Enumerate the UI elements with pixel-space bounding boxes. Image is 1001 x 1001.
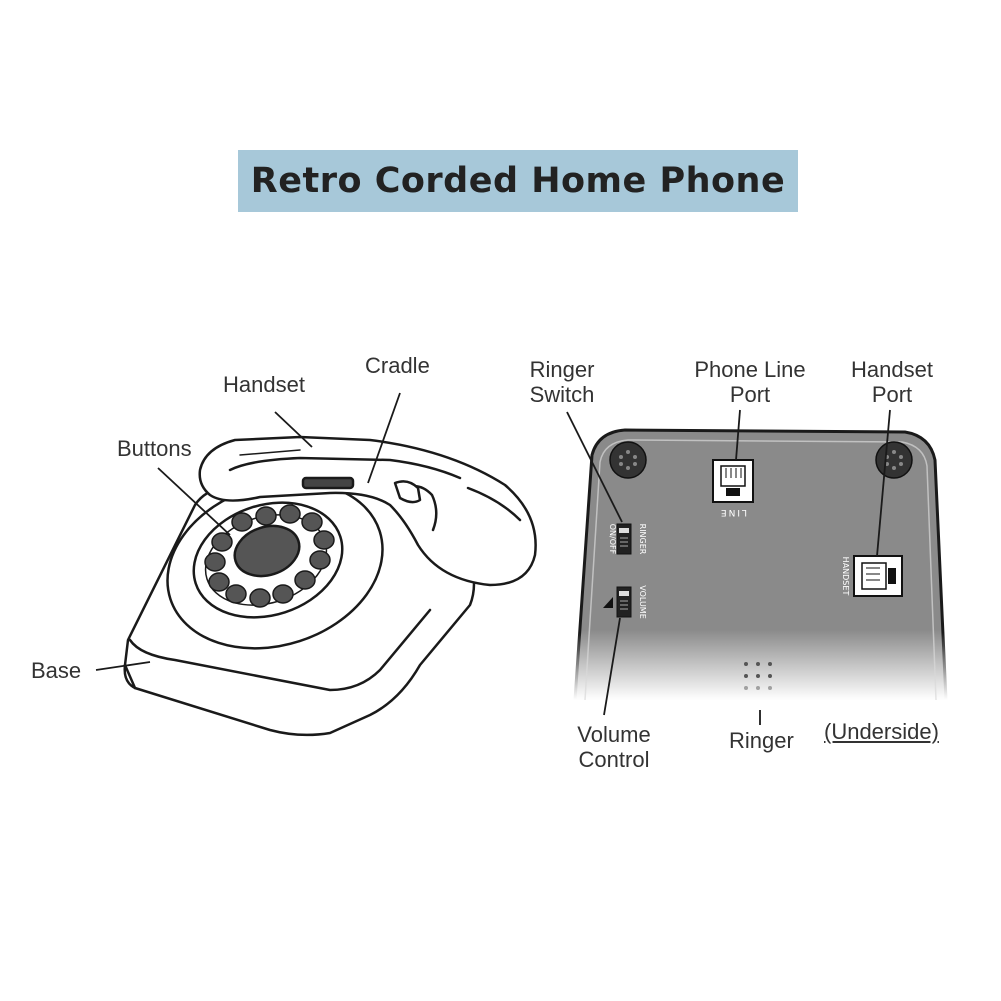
buttons-leader: [157, 467, 231, 536]
dial-button: [231, 512, 253, 532]
label-handset: Handset: [223, 372, 305, 397]
handset-port-jack: [853, 555, 903, 597]
label-handset-port: Handset Port: [840, 357, 944, 407]
volume-control-slider: [603, 586, 632, 618]
cradle-leader: [367, 392, 401, 484]
dial-buttons: [204, 504, 335, 608]
label-underside: (Underside): [824, 719, 939, 744]
label-phone-line-port-line-1: Phone Line: [694, 357, 806, 382]
label-handset-port-line-1: Handset: [851, 357, 933, 382]
label-cradle: Cradle: [365, 353, 430, 378]
label-ringer-switch-line-1: Ringer: [529, 357, 595, 382]
cradle-slot: [301, 476, 355, 490]
ringer-switch-state-print: ON/OFF: [608, 524, 617, 555]
ringer-holes: [744, 662, 772, 690]
page-title: Retro Corded Home Phone: [250, 161, 786, 201]
dial-button: [204, 552, 226, 572]
phone-line-port-leader: [735, 409, 741, 461]
volume-control-leader: [603, 617, 621, 716]
label-ringer: Ringer: [729, 728, 794, 753]
handset-port-print: HANDSET: [841, 557, 850, 596]
label-buttons: Buttons: [117, 436, 192, 461]
dial-button: [249, 588, 271, 608]
dial-button: [272, 584, 294, 604]
dial-button: [279, 504, 301, 524]
dial-button: [255, 506, 277, 526]
label-volume-control: Volume Control: [566, 722, 662, 772]
dial-center: [233, 524, 301, 578]
label-ringer-switch-line-2: Switch: [529, 382, 595, 407]
ringer-switch-print: RINGER: [638, 524, 647, 555]
dial-button: [225, 584, 247, 604]
ringer-switch-slider: [616, 523, 632, 555]
label-base: Base: [31, 658, 82, 683]
line-port-print: LINE: [719, 507, 747, 517]
handset-leader: [274, 411, 313, 448]
handset-illustration: [198, 435, 537, 587]
title-banner: Retro Corded Home Phone: [238, 150, 798, 212]
dial-button: [309, 550, 331, 570]
label-volume-control-line-2: Control: [578, 747, 650, 772]
label-ringer-switch: Ringer Switch: [519, 357, 605, 407]
label-phone-line-port-line-2: Port: [729, 382, 771, 407]
dial-button: [208, 572, 230, 592]
phone-underside: LINE HANDSET RINGER ON/OFF: [573, 428, 948, 702]
handset-port-leader: [876, 409, 891, 557]
label-handset-port-line-2: Port: [871, 382, 913, 407]
phone-line-port-jack: [712, 459, 754, 503]
dial-button: [211, 532, 233, 552]
dial-button: [294, 570, 316, 590]
ringer-switch-leader: [566, 411, 623, 523]
volume-print: VOLUME: [638, 585, 647, 619]
dial-button: [301, 512, 323, 532]
label-phone-line-port: Phone Line Port: [680, 357, 820, 407]
base-leader: [95, 661, 151, 671]
dial-button: [313, 530, 335, 550]
label-volume-control-line-1: Volume: [577, 722, 651, 747]
